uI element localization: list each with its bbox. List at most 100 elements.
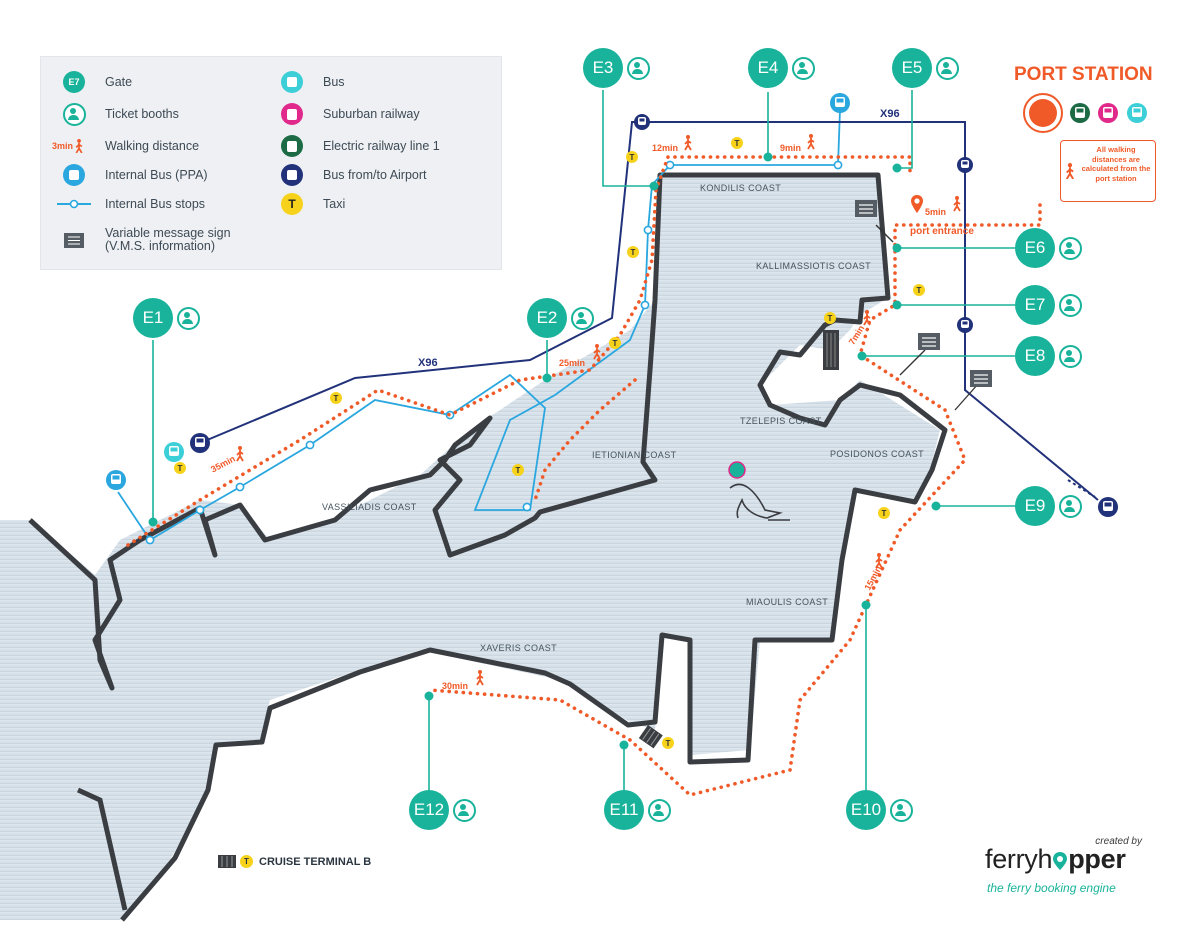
legend-gate-label: Gate xyxy=(105,74,133,89)
coastline xyxy=(28,172,948,922)
gate-badge: E3 xyxy=(583,48,623,88)
ticket-booth-icon xyxy=(648,798,671,822)
bus-stop-icon xyxy=(57,199,91,209)
gate-badge: E6 xyxy=(1015,228,1055,268)
legend-ticket-booths: Ticket booths xyxy=(57,101,179,127)
route-label-x96: X96 xyxy=(880,108,900,120)
legend-bus-label: Bus xyxy=(323,74,345,89)
legend: E7 Gate Ticket booths 3min Walking dista… xyxy=(40,56,502,270)
gate-e4[interactable]: E4 xyxy=(748,48,815,88)
ticket-booth-icon xyxy=(453,798,476,822)
svg-text:T: T xyxy=(917,286,922,295)
svg-text:T: T xyxy=(516,466,521,475)
legend-walking: 3min Walking distance xyxy=(45,133,199,159)
legend-internal-bus-stops: Internal Bus stops xyxy=(57,191,205,217)
taxi-icon: T xyxy=(240,855,253,868)
svg-text:T: T xyxy=(613,339,618,348)
svg-text:T: T xyxy=(828,314,833,323)
gate-badge: E10 xyxy=(846,790,886,830)
walking-time-sample: 3min xyxy=(51,141,73,151)
coast-label-posidonos: POSIDONOS COAST xyxy=(830,449,925,459)
legend-electric-railway: Electric railway line 1 xyxy=(275,133,440,159)
taxi-icon: T xyxy=(913,284,925,296)
bus-icon xyxy=(164,442,184,462)
gate-e5[interactable]: E5 xyxy=(892,48,959,88)
legend-taxi-label: Taxi xyxy=(323,196,346,211)
vms-sign-icon xyxy=(970,370,992,387)
legend-electric-railway-label: Electric railway line 1 xyxy=(323,138,440,153)
gate-e3[interactable]: E3 xyxy=(583,48,650,88)
svg-text:T: T xyxy=(630,153,635,162)
taxi-icon: T xyxy=(281,193,303,215)
suburban-railway-icon xyxy=(281,103,303,125)
port-station-title: PORT STATION xyxy=(1014,64,1153,85)
cruise-terminal-legend: T CRUISE TERMINAL B xyxy=(218,855,371,868)
legend-ticket-booths-label: Ticket booths xyxy=(105,106,179,121)
walking-person-icon xyxy=(236,446,244,462)
svg-text:T: T xyxy=(666,739,671,748)
gate-e9[interactable]: E9 xyxy=(1015,486,1082,526)
ticket-booth-icon xyxy=(1059,344,1082,368)
walking-time-12: 12min xyxy=(652,143,679,153)
gate-e7[interactable]: E7 xyxy=(1015,285,1082,325)
legend-vms-label: Variable message sign (V.M.S. informatio… xyxy=(105,226,231,253)
legend-taxi: T Taxi xyxy=(275,191,345,217)
legend-suburban-railway-label: Suburban railway xyxy=(323,106,420,121)
svg-text:T: T xyxy=(178,464,183,473)
airport-bus-icon xyxy=(634,114,650,130)
gate-e2[interactable]: E2 xyxy=(527,298,594,338)
ticket-booth-icon xyxy=(1059,293,1082,317)
svg-text:T: T xyxy=(735,139,740,148)
legend-internal-bus-label: Internal Bus (PPA) xyxy=(105,167,208,182)
gate-badge: E4 xyxy=(748,48,788,88)
gate-e6[interactable]: E6 xyxy=(1015,228,1082,268)
walking-person-icon xyxy=(875,553,883,569)
airport-bus-icon xyxy=(957,317,973,333)
gate-connectors xyxy=(152,90,1015,800)
ticket-booth-icon xyxy=(936,56,959,80)
walking-paths xyxy=(126,155,1042,797)
brand-name: ferryh pper xyxy=(985,844,1126,875)
gate-e12[interactable]: E12 xyxy=(409,790,476,830)
location-pin-icon xyxy=(911,195,923,213)
bus-icon xyxy=(1127,103,1147,123)
cruise-terminal-icon xyxy=(218,855,236,868)
gate-e1[interactable]: E1 xyxy=(133,298,200,338)
internal-bus-route xyxy=(117,109,841,542)
taxi-icon: T xyxy=(824,312,836,324)
x96-route xyxy=(199,121,1099,501)
taxi-icon: T xyxy=(626,151,638,163)
gate-e10[interactable]: E10 xyxy=(846,790,913,830)
gate-e11[interactable]: E11 xyxy=(604,790,671,830)
vms-connectors xyxy=(899,349,979,411)
brand-created-by: created by xyxy=(1095,836,1142,847)
suburban-railway-icon xyxy=(1098,103,1118,123)
ticket-booth-icon xyxy=(1059,236,1082,260)
brand-name-part2: pper xyxy=(1068,844,1126,874)
legend-internal-bus-stops-label: Internal Bus stops xyxy=(105,196,206,211)
gate-badge: E11 xyxy=(604,790,644,830)
gate-badge: E1 xyxy=(133,298,173,338)
internal-bus-icon xyxy=(830,93,850,113)
brand-pin-icon xyxy=(1053,846,1068,870)
vms-signs xyxy=(855,200,992,387)
port-station-note: All walking distances are calculated fro… xyxy=(1060,140,1156,202)
ticket-booth-icon xyxy=(890,798,913,822)
taxi-icon: T xyxy=(609,337,621,349)
brand-name-part1: ferryh xyxy=(985,844,1053,874)
coast-label-vassiliadis: VASSILIADIS COAST xyxy=(322,502,417,512)
taxi-icon: T xyxy=(662,737,674,749)
ticket-booth-icon xyxy=(177,306,200,330)
gate-e8[interactable]: E8 xyxy=(1015,336,1082,376)
gate-badge: E8 xyxy=(1015,336,1055,376)
internal-bus-icon xyxy=(106,470,126,490)
gate-dots xyxy=(148,152,941,750)
walking-time-5: 5min xyxy=(925,207,947,217)
taxi-icon: T xyxy=(878,507,890,519)
electric-railway-icon xyxy=(281,135,303,157)
cruise-terminal-building xyxy=(638,330,839,749)
gate-badge: E9 xyxy=(1015,486,1055,526)
legend-airport-bus: Bus from/to Airport xyxy=(275,162,427,188)
walking-time-25: 25min xyxy=(559,358,586,368)
port-entrance-label: port entrance xyxy=(910,226,974,237)
